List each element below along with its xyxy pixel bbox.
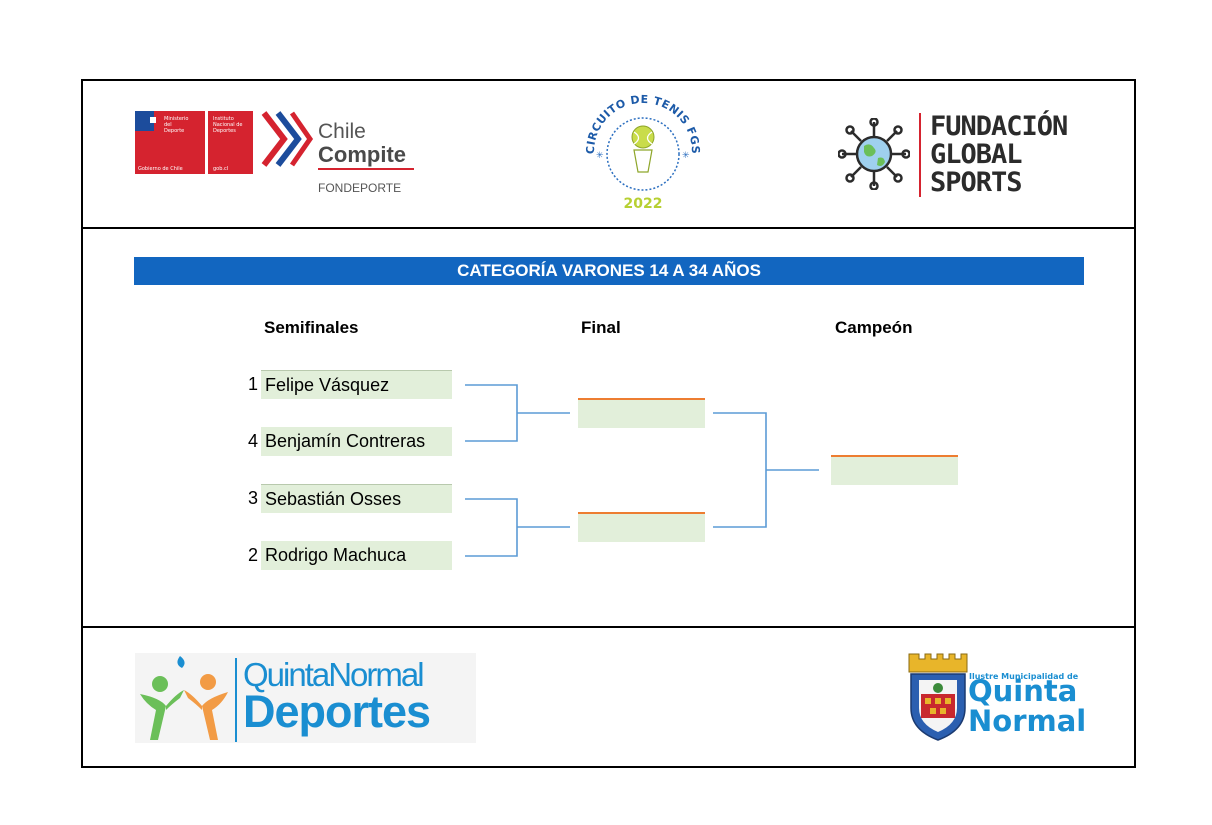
fundacion-line1: FUNDACIÓN — [930, 111, 1068, 142]
qn-deportes-divider — [235, 658, 237, 742]
chile-compite-word2: Compite — [318, 142, 406, 167]
connector-semi1 — [465, 384, 518, 442]
municipalidad-coat-of-arms-icon — [908, 653, 968, 741]
connector-final — [713, 412, 767, 528]
qn-deportes-line1: QuintaNormal — [243, 656, 425, 693]
header-divider — [81, 227, 1136, 229]
seed-number: 2 — [247, 545, 258, 565]
column-semifinales: Semifinales — [264, 318, 359, 337]
fondeporte-text: FONDEPORTE — [318, 181, 402, 195]
qn-deportes-figures-icon — [140, 656, 228, 740]
municipalidad-line3: Normal — [968, 704, 1087, 738]
chile-blue-square — [135, 111, 154, 131]
player-cell: Sebastián Osses — [261, 484, 452, 513]
global-sports-virus-icon — [838, 118, 910, 190]
column-campeon: Campeón — [835, 318, 913, 337]
chile-compite-chevron-icon — [261, 111, 314, 167]
circuito-year: 2022 — [624, 196, 663, 212]
ministerio-text: Ministerio del Deporte — [164, 116, 189, 134]
column-final: Final — [581, 318, 621, 337]
instituto-text: Instituto Nacional de Deportes — [213, 116, 243, 134]
seed-number: 1 — [247, 374, 258, 394]
champion-slot — [831, 455, 958, 485]
page-frame — [81, 79, 1136, 768]
connector-semi2 — [465, 498, 518, 557]
municipalidad-wordmark: Quinta Normal — [968, 676, 1086, 736]
final-slot-top — [578, 398, 705, 428]
svg-text:✳: ✳ — [682, 151, 690, 161]
seed-number: 4 — [247, 431, 258, 451]
gobierno-text: Gobierno de Chile — [138, 166, 183, 172]
seed-number: 3 — [247, 488, 258, 508]
municipalidad-line1: Ilustre Municipalidad de — [969, 672, 1079, 681]
chile-compite-underline — [318, 168, 414, 170]
svg-text:✳: ✳ — [596, 151, 604, 161]
chile-compite-word1: Chile — [318, 120, 366, 143]
fundacion-line3: SPORTS — [930, 167, 1023, 198]
gobcl-text: gob.cl — [213, 166, 229, 172]
player-cell: Rodrigo Machuca — [261, 541, 452, 570]
qn-deportes-line2: Deportes — [243, 686, 431, 737]
category-title: CATEGORÍA VARONES 14 A 34 AÑOS — [134, 257, 1084, 285]
footer-divider — [81, 626, 1136, 628]
fundacion-line2: GLOBAL — [930, 139, 1023, 170]
municipalidad-line2: Quinta — [968, 674, 1078, 708]
instituto-red-block — [208, 111, 253, 174]
final-slot-bottom — [578, 512, 705, 542]
fundacion-wordmark: FUNDACIÓN GLOBAL SPORTS — [930, 111, 1068, 198]
player-cell: Benjamín Contreras — [261, 427, 452, 456]
circuito-tenis-badge-icon: CIRCUITO DE TENIS FGS ✳ ✳ 2022 — [584, 93, 702, 212]
fundacion-divider — [919, 113, 921, 197]
player-cell: Felipe Vásquez — [261, 370, 452, 399]
chile-star-icon — [150, 117, 156, 123]
